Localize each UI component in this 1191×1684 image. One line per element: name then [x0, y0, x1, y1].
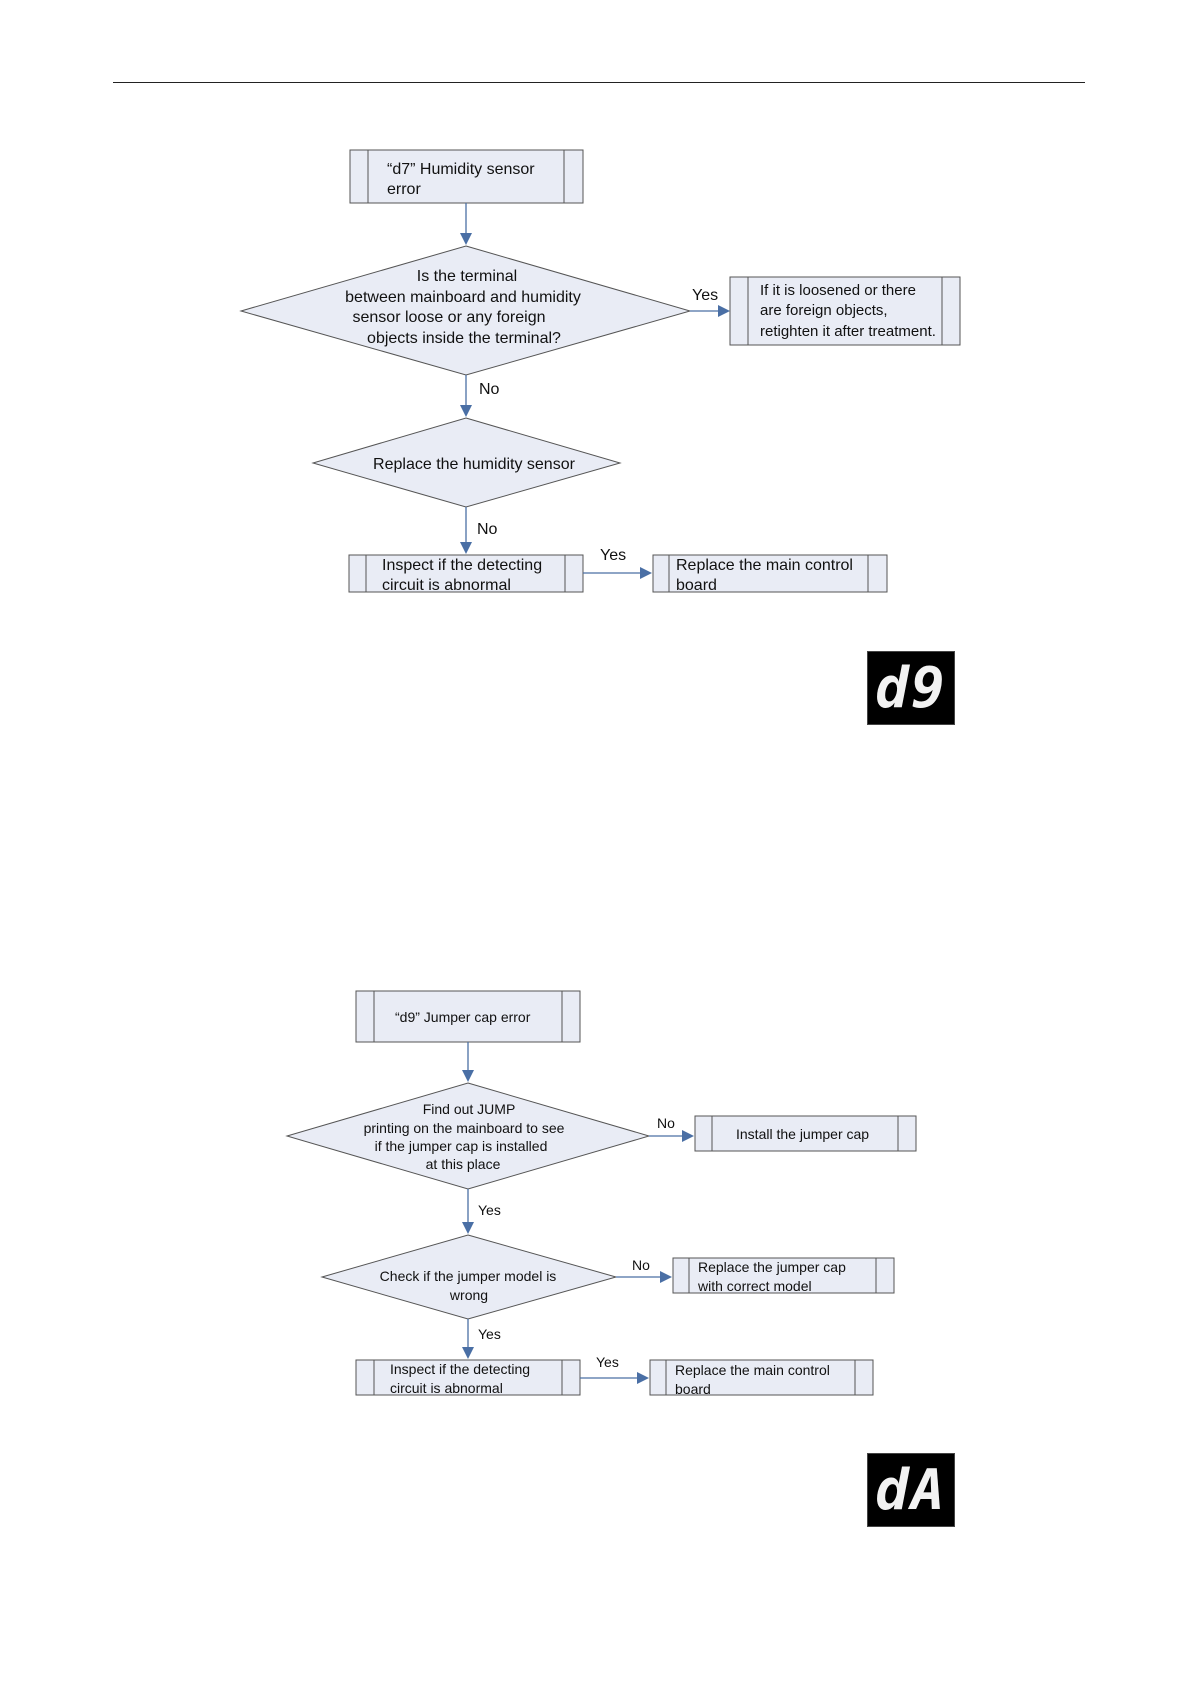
- flow1-arrow-no-1: No: [460, 375, 500, 417]
- flow2-decision-jump: Find out JUMP printing on the mainboard …: [285, 1082, 651, 1190]
- flow2-q2-line2: wrong: [449, 1287, 488, 1303]
- flow2-install-text: Install the jumper cap: [736, 1126, 869, 1142]
- flow2-replace-cap-line2: with correct model: [697, 1278, 812, 1294]
- flow1-start-line1: “d7” Humidity sensor: [387, 161, 535, 178]
- header-rule: [113, 82, 1085, 83]
- flow2-inspect-yes-label: Yes: [596, 1354, 619, 1370]
- flow2-replace-cap-line1: Replace the jumper cap: [698, 1259, 846, 1275]
- display-code-da-text: dA: [875, 1457, 947, 1523]
- flow2-inspect-line2: circuit is abnormal: [390, 1380, 503, 1396]
- flow2-replace-cap-box: Replace the jumper cap with correct mode…: [672, 1257, 895, 1294]
- flow2-q1-line4: at this place: [426, 1156, 501, 1172]
- flow1-start-box: “d7” Humidity sensor error: [349, 149, 584, 204]
- flow2-q1-yes-label: Yes: [478, 1202, 501, 1218]
- svg-text:“d7” Humidity sensor: “d7” Humidity sensor: [387, 161, 535, 178]
- display-code-d9-text: d9: [875, 655, 947, 721]
- flow2-arrow-yes-3: Yes: [580, 1354, 649, 1384]
- flow2-inspect-line1: Inspect if the detecting: [390, 1361, 530, 1377]
- flow1-q1-no-label: No: [479, 381, 500, 398]
- flow2-arrow-no-2: No: [616, 1257, 672, 1283]
- flow2-arrow-1: [462, 1042, 474, 1082]
- flow1-inspect-yes-label: Yes: [600, 547, 626, 564]
- flow2-q2-line1: Check if the jumper model is: [380, 1268, 557, 1284]
- flow1-arrow-1: [460, 203, 472, 245]
- flow1-fix-line1: If it is loosened or there: [760, 282, 916, 299]
- flow1-q1-yes-label: Yes: [692, 287, 718, 304]
- flow1-inspect-box: Inspect if the detecting circuit is abno…: [348, 554, 584, 594]
- flow1-decision-replace-sensor: Replace the humidity sensor: [311, 417, 622, 508]
- flow1-arrow-yes: Yes: [690, 287, 730, 317]
- flow2-arrow-yes-2: Yes: [462, 1319, 501, 1359]
- flow1-replace-board-box: Replace the main control board: [652, 554, 888, 594]
- flow1-q2-no-label: No: [477, 521, 498, 538]
- display-code-da: dA: [867, 1453, 955, 1527]
- flow1-fix-box: If it is loosened or there are foreign o…: [729, 276, 961, 346]
- flow2-start-text: “d9” Jumper cap error: [395, 1009, 531, 1025]
- flow1-arrow-no-2: No: [460, 507, 498, 554]
- flow2-q1-no-label: No: [657, 1115, 675, 1131]
- flow2-arrow-yes-1: Yes: [462, 1189, 501, 1234]
- flow1-decision-terminal: Is the terminal between mainboard and hu…: [239, 245, 692, 376]
- flow1-fix-line3: retighten it after treatment.: [760, 323, 936, 340]
- flow2-q1-line1: Find out JUMP: [423, 1101, 516, 1117]
- flow2-q1-line3: if the jumper cap is installed: [375, 1138, 548, 1154]
- flow1-replace-board-line2: board: [676, 577, 717, 594]
- flow2-arrow-no-1: No: [649, 1115, 694, 1142]
- flow1-inspect-line1: Inspect if the detecting: [382, 557, 542, 574]
- display-code-d9: d9: [867, 651, 955, 725]
- flow2-q2-no-label: No: [632, 1257, 650, 1273]
- svg-text:error: error: [387, 181, 421, 198]
- flow2-install-box: Install the jumper cap: [694, 1115, 917, 1152]
- flow1-start-line2: error: [387, 181, 421, 198]
- flow1-q1-line3: sensor loose or any foreign: [353, 309, 546, 326]
- flow1-inspect-line2: circuit is abnormal: [382, 577, 511, 594]
- flow2-replace-board-box: Replace the main control board: [649, 1359, 874, 1397]
- flow2-inspect-box: Inspect if the detecting circuit is abno…: [355, 1359, 581, 1396]
- flow2-q1-line2: printing on the mainboard to see: [364, 1120, 565, 1136]
- flow1-q1-line2: between mainboard and humidity: [345, 289, 581, 306]
- flow2-replace-board-line1: Replace the main control: [675, 1362, 830, 1378]
- flow2-q2-yes-label: Yes: [478, 1326, 501, 1342]
- flow1-q1-line4: objects inside the terminal?: [367, 330, 561, 347]
- flow1-q1-line1: Is the terminal: [417, 268, 517, 285]
- flow2-start-box: “d9” Jumper cap error: [355, 990, 581, 1043]
- flow1-q2-text: Replace the humidity sensor: [373, 456, 576, 473]
- flow1-fix-line2: are foreign objects,: [760, 302, 888, 319]
- flow2-replace-board-line2: board: [675, 1381, 711, 1397]
- flow2-decision-model: Check if the jumper model is wrong: [320, 1234, 618, 1320]
- flow1-arrow-yes-2: Yes: [583, 547, 652, 579]
- flow1-replace-board-line1: Replace the main control: [676, 557, 853, 574]
